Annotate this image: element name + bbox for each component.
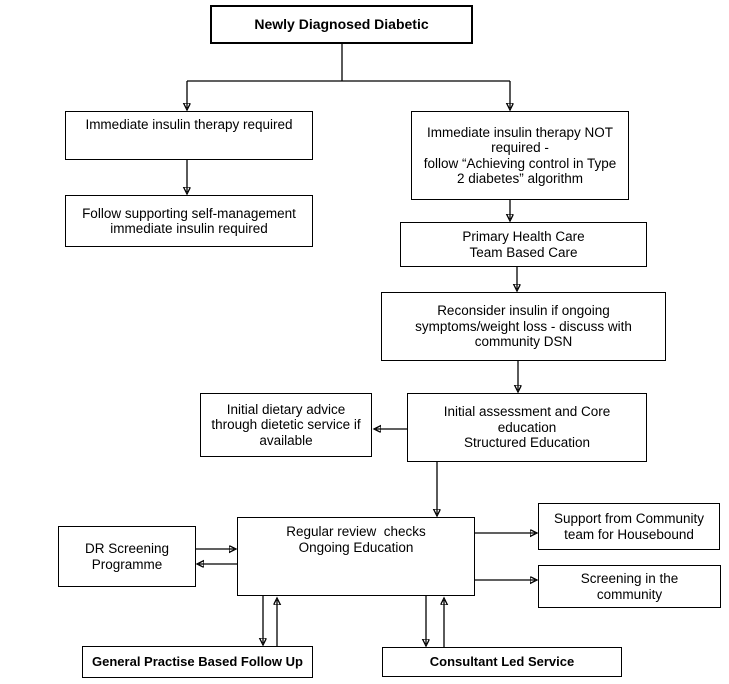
node-initial-dietary-advice: Initial dietary advice through dietetic … <box>200 393 372 457</box>
node-reconsider-insulin: Reconsider insulin if ongoing symptoms/w… <box>381 292 666 361</box>
node-consultant-led-service: Consultant Led Service <box>382 647 622 677</box>
node-initial-assessment: Initial assessment and Core education St… <box>407 393 647 462</box>
node-dr-screening-programme: DR Screening Programme <box>58 526 196 587</box>
node-insulin-not-required: Immediate insulin therapy NOT required -… <box>411 111 629 200</box>
node-immediate-insulin-required: Immediate insulin therapy required <box>65 111 313 160</box>
node-regular-review-checks: Regular review checks Ongoing Education <box>237 517 475 596</box>
node-support-community-housebound: Support from Community team for Housebou… <box>538 503 720 550</box>
node-follow-supporting-self-management: Follow supporting self-management immedi… <box>65 195 313 247</box>
node-newly-diagnosed-diabetic: Newly Diagnosed Diabetic <box>210 5 473 44</box>
node-general-practise-follow-up: General Practise Based Follow Up <box>82 646 313 678</box>
node-screening-in-community: Screening in the community <box>538 565 721 608</box>
node-primary-health-care: Primary Health Care Team Based Care <box>400 222 647 267</box>
